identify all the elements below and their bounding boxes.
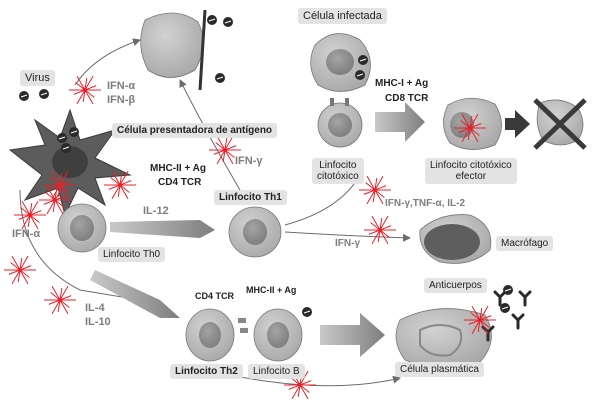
cytokine-burst-icon (69, 75, 101, 105)
label-b-cell: Linfocito B (248, 364, 305, 379)
cytokine-burst-icon (44, 285, 76, 315)
virus-particle-icon (61, 143, 71, 153)
label-eff-line2: efector (455, 171, 487, 182)
top-target-cell (140, 9, 207, 91)
label-cytotoxic-lymphocyte: Linfocito citotóxico (312, 158, 364, 184)
label-eff-line1: Linfocito citotóxico (430, 160, 512, 171)
label-ifn-alpha-left: IFN-α (12, 228, 41, 240)
virus-particle-icon (69, 127, 79, 137)
antigen-presenting-cell (8, 108, 132, 217)
label-cd4-top: CD4 TCR (158, 177, 202, 188)
cytokine-burst-icon (39, 185, 71, 215)
label-virus: Virus (20, 70, 55, 87)
label-mhc2-top: MHC-II + Ag (150, 163, 207, 174)
cytokine-burst-icon (104, 170, 136, 200)
connector-arrows (19, 38, 411, 387)
membrane-barrier (198, 9, 207, 91)
label-effector-cytotoxic: Linfocito citotóxico efector (425, 158, 517, 184)
label-infected-cell: Célula infectada (298, 8, 387, 25)
virus-particles (19, 15, 513, 317)
label-th1: Linfocito Th1 (214, 190, 287, 205)
cytokine-burst-icon (454, 113, 486, 143)
b-cell (238, 308, 303, 362)
macrophage-cell (419, 214, 492, 264)
label-ifn-alpha-top: IFN-α (107, 80, 136, 92)
label-ctl-line2: citotóxico (317, 171, 359, 182)
label-antibodies: Anticuerpos (424, 278, 487, 293)
cytokine-burst-icon (14, 200, 46, 230)
label-cd4-bottom: CD4 TCR (195, 291, 235, 301)
label-apc: Célula presentadora de antígeno (112, 123, 278, 138)
th2-cell (185, 308, 235, 362)
virus-particle-icon (503, 285, 513, 295)
virus-particle-icon (223, 17, 233, 27)
label-ctl-line1: Linfocito (319, 160, 357, 171)
cytokine-bursts (4, 75, 496, 400)
arrow-apc-to-top-cell (74, 38, 141, 86)
label-plasma-cell: Célula plasmática (395, 362, 484, 377)
cytokine-burst-icon (364, 215, 396, 245)
label-ifn-gamma-th1: IFN-γ (235, 155, 263, 167)
label-mhc1: MHC-I + Ag (375, 78, 429, 89)
virus-particle-icon (355, 70, 365, 80)
label-il12: IL-12 (143, 205, 169, 217)
label-il10: IL-10 (85, 316, 111, 328)
th1-cell (228, 206, 282, 258)
plasma-cell (395, 308, 492, 369)
big-arrows (90, 102, 530, 357)
virus-particle-icon (215, 73, 225, 83)
label-cd8: CD8 TCR (385, 93, 429, 104)
th0-cell (57, 203, 107, 253)
cytokine-burst-icon (359, 175, 391, 205)
label-ifn-tnf-il2: IFN-γ,TNF-α, IL-2 (385, 198, 466, 209)
virus-particle-icon (39, 89, 49, 99)
arrow-apc-to-th2 (19, 189, 141, 303)
virus-particle-icon (57, 133, 67, 143)
dead-cell (533, 98, 587, 150)
cytotoxic-lymphocyte-cell (317, 98, 363, 148)
label-il4: IL-4 (85, 302, 105, 314)
arrow-th0-to-th1 (110, 220, 215, 238)
arrow-effector-to-dead (505, 110, 530, 138)
antibody-icons (481, 290, 532, 342)
virus-particle-icon (358, 55, 368, 65)
label-th2: Linfocito Th2 (170, 364, 243, 379)
cytokine-burst-icon (209, 135, 241, 165)
virus-particle-icon (500, 303, 510, 313)
label-macrophage: Macrófago (496, 236, 554, 251)
virus-particle-icon (19, 91, 29, 101)
cytokine-burst-icon (464, 305, 496, 335)
cytokine-burst-icon (4, 255, 36, 285)
arrow-th1-to-macrophage (284, 231, 411, 242)
label-th0: Linfocito Th0 (98, 247, 166, 262)
label-mhc2-bottom: MHC-II + Ag (246, 285, 297, 295)
arrow-th2-to-plasma-big (320, 313, 385, 357)
virus-particle-icon (302, 307, 312, 317)
label-ifn-gamma-mac: IFN-γ (335, 238, 360, 249)
arrow-th2-to-plasma (229, 374, 401, 387)
virus-particle-icon (207, 15, 217, 25)
arrow-th0-to-th2 (90, 270, 180, 318)
label-ifn-beta-top: IFN-β (107, 94, 136, 106)
arrow-ctl-to-effector (375, 102, 425, 142)
